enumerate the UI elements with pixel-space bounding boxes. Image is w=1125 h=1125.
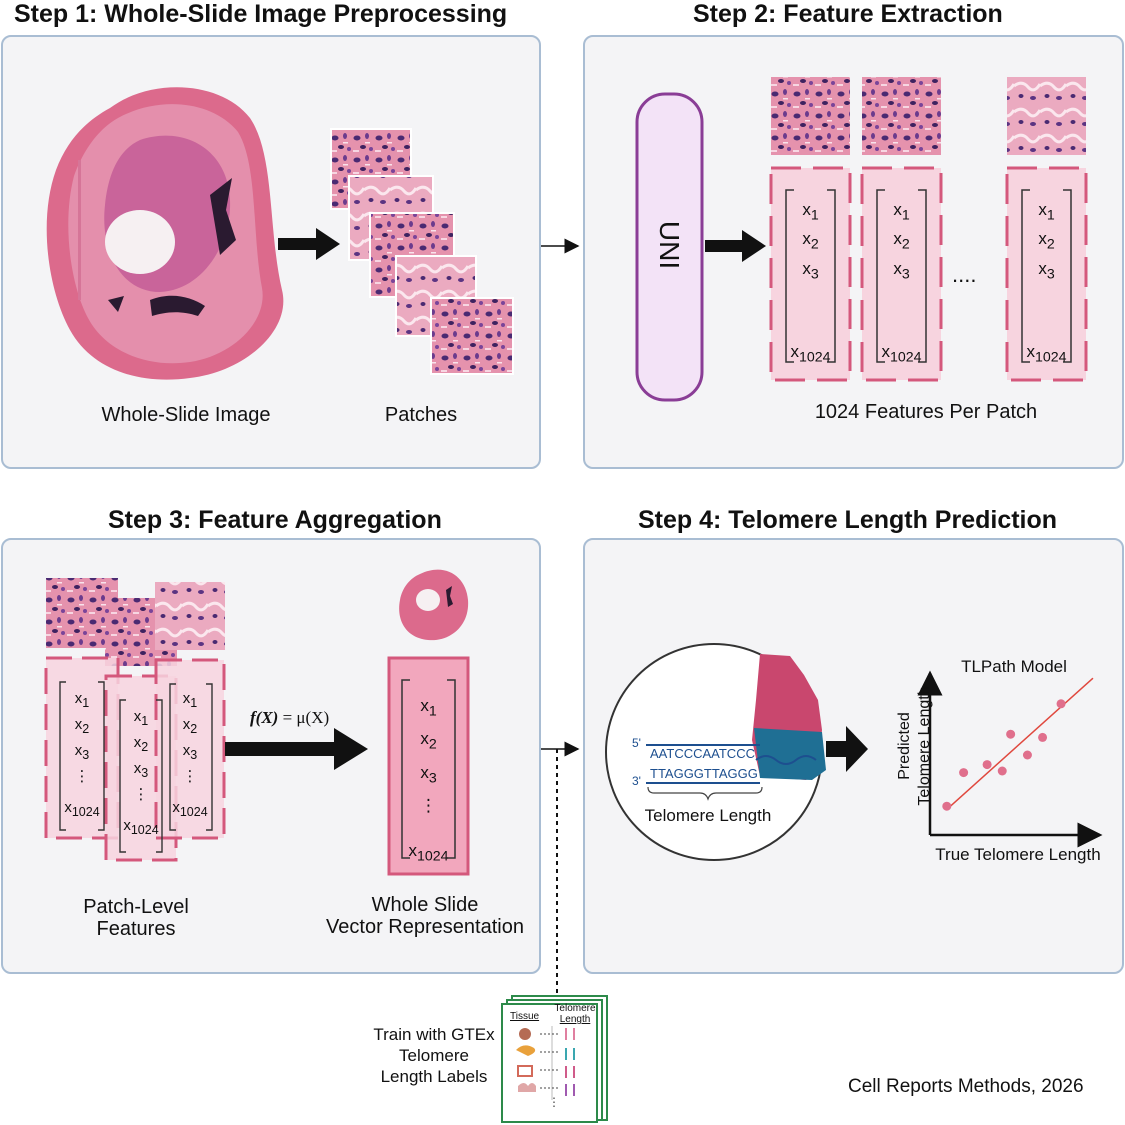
step3-vector-3: x1 x2 x3 ⋮ x1024	[172, 690, 208, 819]
telomere-length-label: Telomere Length	[644, 806, 772, 825]
patches-label: Patches	[384, 404, 458, 426]
scatter-point	[997, 766, 1007, 776]
step2-title: Step 2: Feature Extraction	[693, 0, 1003, 28]
step2-ellipsis: ....	[952, 262, 977, 287]
uni-label: UNI	[654, 220, 685, 270]
scatter-point	[959, 768, 969, 778]
scatter-plot	[917, 670, 1103, 848]
scatter-point	[1056, 699, 1066, 709]
strand-5-prime-label: 5'	[632, 736, 641, 750]
aggregation-formula: f(X) = μ(X)	[250, 708, 330, 727]
connector-3-4	[541, 741, 580, 998]
scatter-point	[1022, 750, 1032, 760]
citation: Cell Reports Methods, 2026	[848, 1076, 1084, 1097]
scatter-point	[1038, 732, 1048, 742]
uni-model-block	[635, 92, 704, 402]
step2-feature-vectors	[769, 166, 1088, 382]
whole-slide-vector	[387, 656, 470, 876]
whole-slide-image	[46, 87, 284, 380]
step1-arrow	[278, 228, 340, 260]
scatter-point	[1006, 729, 1016, 739]
step3-patch-thumbnails	[46, 578, 225, 666]
plot-trend-line	[946, 677, 1094, 810]
step4-arrow	[826, 726, 868, 772]
step2-vector-1: x1 x2 x3 x1024	[790, 200, 831, 366]
step4-title: Step 4: Telomere Length Prediction	[638, 506, 1058, 534]
step3-feature-vectors	[44, 656, 226, 862]
step2-vector-3: x1 x2 x3 x1024	[1026, 200, 1067, 366]
step2-patch-2	[862, 77, 941, 155]
svg-text:⋮: ⋮	[548, 1095, 560, 1109]
step2-arrow	[705, 230, 766, 262]
step2-vector-2: x1 x2 x3 x1024	[881, 200, 922, 366]
step3-vector-1: x1 x2 x3 ⋮ x1024	[64, 690, 100, 819]
telomere-circle	[605, 643, 826, 861]
plot-title: TLPath Model	[961, 657, 1067, 676]
strand-top-sequence: AATCCCAATCCC	[650, 746, 755, 761]
step2-patch-3	[1007, 77, 1086, 155]
step3-arrow	[225, 728, 368, 770]
scatter-point	[982, 760, 992, 770]
strand-bottom-sequence: TTAGGGTTAGGG	[650, 766, 758, 781]
wsi-label: Whole-Slide Image	[101, 404, 271, 426]
step3-title: Step 3: Feature Aggregation	[108, 506, 442, 534]
step2-patch-1	[771, 77, 850, 155]
plot-xlabel: True Telomere Length	[935, 845, 1101, 864]
mini-whole-slide	[399, 569, 469, 641]
whole-slide-vector-values: x1 x2 x3 ⋮ x1024	[408, 696, 449, 865]
features-per-patch-caption: 1024 Features Per Patch	[814, 401, 1038, 423]
training-table-tissue-header: Tissue	[510, 1011, 540, 1022]
scatter-point	[942, 801, 952, 811]
step1-title: Step 1: Whole-Slide Image Preprocessing	[14, 0, 508, 28]
training-table-stack: ⋮	[501, 995, 608, 1123]
strand-3-prime-label: 3'	[632, 774, 641, 788]
step3-vector-2: x1 x2 x3 ⋮ x1024	[123, 708, 159, 837]
patch-stack	[330, 128, 514, 375]
